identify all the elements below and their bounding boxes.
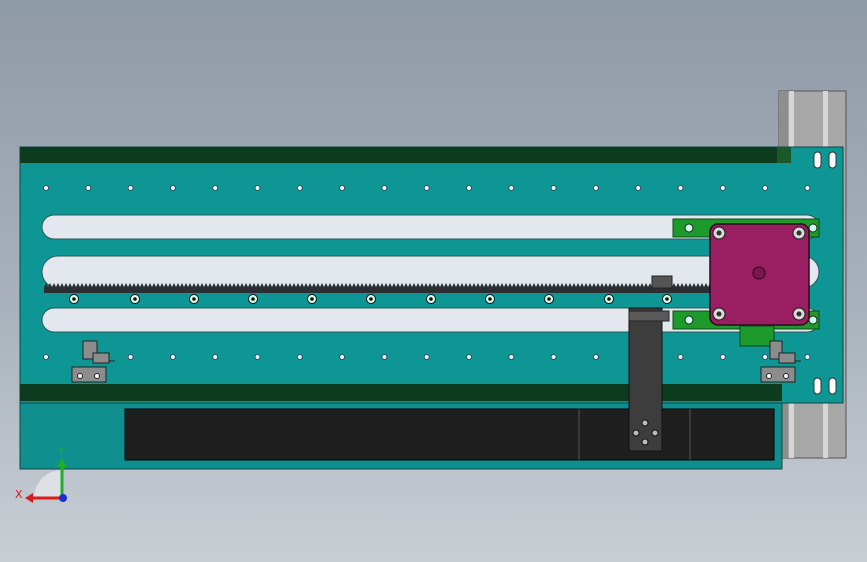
mount-hole	[381, 185, 388, 191]
mount-hole	[466, 354, 472, 360]
cable-cover	[124, 408, 775, 461]
mount-hole	[719, 354, 726, 360]
bottom-rail	[20, 384, 782, 401]
mount-holes-top	[43, 185, 811, 191]
mount-hole	[339, 354, 346, 360]
mount-hole	[212, 354, 219, 360]
view-triad: Y X	[15, 445, 67, 503]
mount-hole	[550, 354, 557, 360]
mount-hole	[762, 354, 768, 360]
mount-hole	[762, 185, 768, 191]
mount-hole	[381, 354, 388, 360]
gear-rack	[44, 283, 712, 293]
mount-holes-bottom	[43, 354, 811, 360]
mount-hole	[423, 185, 430, 191]
mount-hole	[85, 185, 92, 191]
mount-hole	[254, 354, 261, 360]
mount-hole	[43, 354, 49, 360]
top-rail	[20, 147, 777, 163]
mount-hole	[508, 354, 515, 360]
mount-hole	[804, 185, 811, 191]
mount-hole	[296, 185, 303, 191]
mount-hole	[550, 185, 557, 191]
motor-assembly	[651, 218, 820, 347]
limit-sensor-right	[760, 340, 801, 383]
slot-middle	[41, 255, 820, 289]
mount-hole	[677, 185, 684, 191]
mount-hole	[593, 185, 599, 191]
mount-hole	[296, 354, 303, 360]
mount-hole	[339, 185, 346, 191]
mount-hole	[169, 185, 176, 191]
mount-hole	[127, 354, 134, 360]
mount-hole	[593, 354, 599, 360]
axis-label-y: Y	[57, 445, 65, 458]
mount-hole	[719, 185, 726, 191]
rack-mount-holes	[69, 294, 672, 304]
axis-label-x: X	[15, 488, 23, 501]
end-slots	[813, 151, 837, 395]
mount-hole	[804, 354, 811, 360]
mount-hole	[254, 185, 261, 191]
mount-hole	[466, 185, 472, 191]
mount-hole	[635, 185, 642, 191]
mount-hole	[43, 185, 49, 191]
mount-hole	[127, 185, 134, 191]
carriage	[628, 307, 670, 452]
mount-hole	[169, 354, 176, 360]
motor-connector	[739, 325, 775, 347]
mount-hole	[508, 185, 515, 191]
mount-hole	[677, 354, 684, 360]
mount-hole	[212, 185, 219, 191]
mount-hole	[423, 354, 430, 360]
limit-sensor-left	[71, 340, 115, 383]
